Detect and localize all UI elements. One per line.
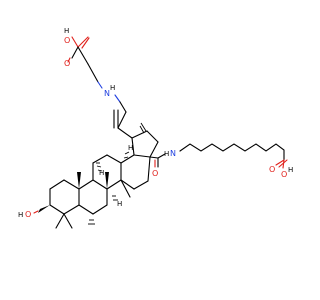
amide-group: [149, 153, 166, 168]
acetic-co-oxygen-label: O: [64, 59, 70, 68]
hydroxyl-oxygen-label: O: [25, 210, 31, 219]
hydroxyl-hydrogen-label: H: [18, 211, 23, 219]
amide-nh-label: H: [164, 150, 169, 158]
hydroxyl-group: [33, 205, 50, 214]
ring-a: [49, 179, 80, 215]
ring-hydrogen-label-1: H: [99, 169, 104, 177]
fatty-acid-chain: [179, 143, 288, 169]
acid-carbonyl-oxygen-label: O: [269, 165, 275, 174]
ring-hydrogen-label-2: H: [128, 144, 133, 152]
glycine-side-chain: [67, 36, 127, 113]
ring-hydrogen-label-3: H: [117, 200, 122, 208]
amide-oxygen-label: O: [152, 169, 158, 178]
ring-b: [78, 179, 108, 215]
stereo-hash-bonds: [88, 122, 147, 225]
molecule-structure: O H O N H O N H O O H H O H H H: [18, 27, 293, 229]
acid-hydroxyl-hydrogen-label: H: [288, 166, 293, 174]
methyl-groups: [55, 172, 131, 229]
ring-c: [92, 154, 122, 190]
atom-labels: O H O N H O N H O O H H O H H H: [18, 27, 293, 219]
ring-d: [120, 154, 151, 190]
acetic-oh-hydrogen-label: H: [64, 27, 69, 35]
ring-e: [131, 130, 159, 158]
acetic-oh-oxygen-label: O: [64, 36, 70, 45]
glycine-nh-label: H: [110, 84, 115, 92]
amide-n-label: N: [170, 149, 176, 158]
acid-hydroxyl-oxygen-label: O: [281, 170, 287, 179]
isopropenyl-group: [113, 109, 133, 139]
glycine-n-label: N: [104, 89, 110, 98]
